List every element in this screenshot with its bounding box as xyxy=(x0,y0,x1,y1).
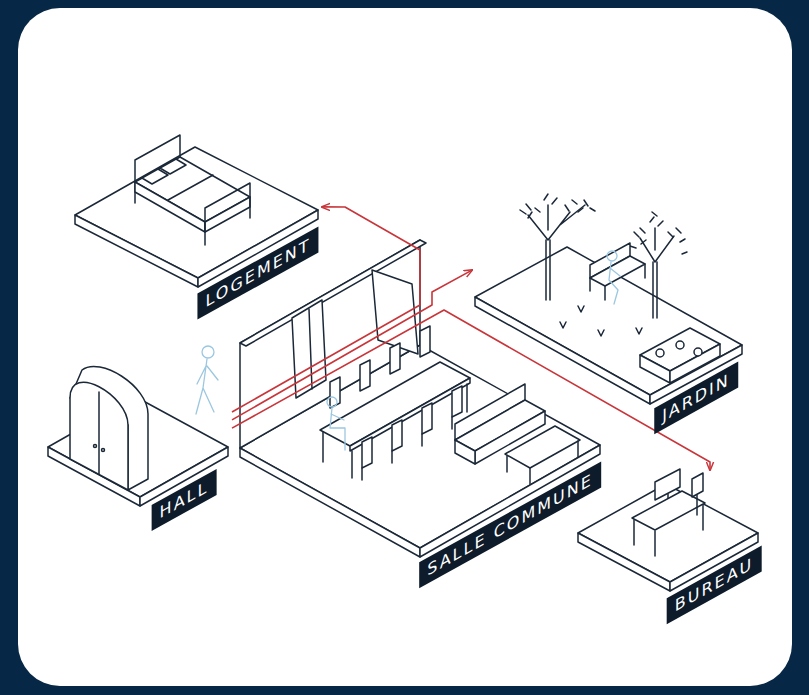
bed-pillow xyxy=(160,159,186,174)
tree xyxy=(520,194,595,300)
person-body xyxy=(330,408,345,450)
door-knob xyxy=(94,445,97,448)
person-head xyxy=(607,251,617,261)
chair xyxy=(392,420,402,451)
chair xyxy=(390,343,400,374)
chair xyxy=(452,386,462,417)
room-screen xyxy=(292,300,326,398)
chair-leg xyxy=(361,468,363,480)
planter-side xyxy=(640,355,670,383)
person xyxy=(196,346,218,414)
coffee-table xyxy=(505,426,580,468)
room-platform: LOGEMENT xyxy=(72,145,322,325)
table-leg xyxy=(322,432,324,462)
table-leg xyxy=(351,451,353,478)
office-chair-leg xyxy=(696,495,698,515)
platform-side xyxy=(240,448,420,557)
chair xyxy=(360,360,370,391)
person xyxy=(607,251,620,304)
room-label: HALL xyxy=(152,469,217,531)
door-knob xyxy=(102,449,105,452)
chair xyxy=(330,377,340,408)
office-chair xyxy=(692,473,703,497)
circulation-path xyxy=(232,310,710,470)
desk-leg xyxy=(702,505,704,530)
person-head xyxy=(327,397,337,407)
grass-tuft xyxy=(560,306,642,336)
bench-seat xyxy=(590,256,645,286)
room-platform: JARDIN xyxy=(472,200,748,440)
plant xyxy=(676,341,684,349)
door-depth xyxy=(70,366,148,490)
room-platform: BUREAU xyxy=(575,470,760,630)
circulation-path xyxy=(232,270,472,420)
table-leg xyxy=(466,384,468,412)
chair xyxy=(362,437,372,468)
chair xyxy=(420,326,430,357)
coffee-table-leg xyxy=(529,468,531,484)
room-platform: HALL xyxy=(45,355,232,540)
chair-leg xyxy=(391,451,393,463)
person-body xyxy=(609,262,620,304)
room-label: SALLE COMMUNE xyxy=(419,462,601,589)
room-label: LOGEMENT xyxy=(197,226,318,319)
desk-top xyxy=(632,491,705,530)
chair-leg xyxy=(421,434,423,446)
room-label: BUREAU xyxy=(667,546,762,624)
door-split xyxy=(98,392,100,474)
coffee-table-leg xyxy=(577,441,579,457)
desk-leg xyxy=(633,520,635,545)
platform-side xyxy=(75,215,198,287)
bed-footboard xyxy=(205,183,250,245)
bench-leg xyxy=(589,278,591,291)
room-platform: SALLE COMMUNE xyxy=(238,236,604,586)
bench-leg xyxy=(604,286,606,300)
bed-side xyxy=(135,182,205,232)
circulation-path xyxy=(232,207,420,412)
person xyxy=(327,397,345,450)
platform-side xyxy=(578,533,670,591)
bench-leg xyxy=(644,264,646,278)
room-label: JARDIN xyxy=(654,362,738,434)
coffee-table-leg xyxy=(506,456,508,472)
tree-trunk xyxy=(528,205,585,300)
sofa-front xyxy=(455,440,475,464)
tree-leaves xyxy=(520,194,595,218)
tree-leaves xyxy=(630,212,687,254)
bed-side xyxy=(205,197,250,232)
plant xyxy=(656,349,664,357)
person-body xyxy=(196,359,218,414)
platform-side xyxy=(475,297,650,404)
person-head xyxy=(202,346,214,358)
bed-line xyxy=(168,175,213,200)
desk-leg xyxy=(654,531,656,556)
room-screen xyxy=(372,270,418,354)
chair-leg xyxy=(451,417,453,429)
chair xyxy=(422,403,432,434)
plant xyxy=(694,348,702,356)
door-face xyxy=(70,382,128,490)
room-screen-fold xyxy=(309,309,312,389)
